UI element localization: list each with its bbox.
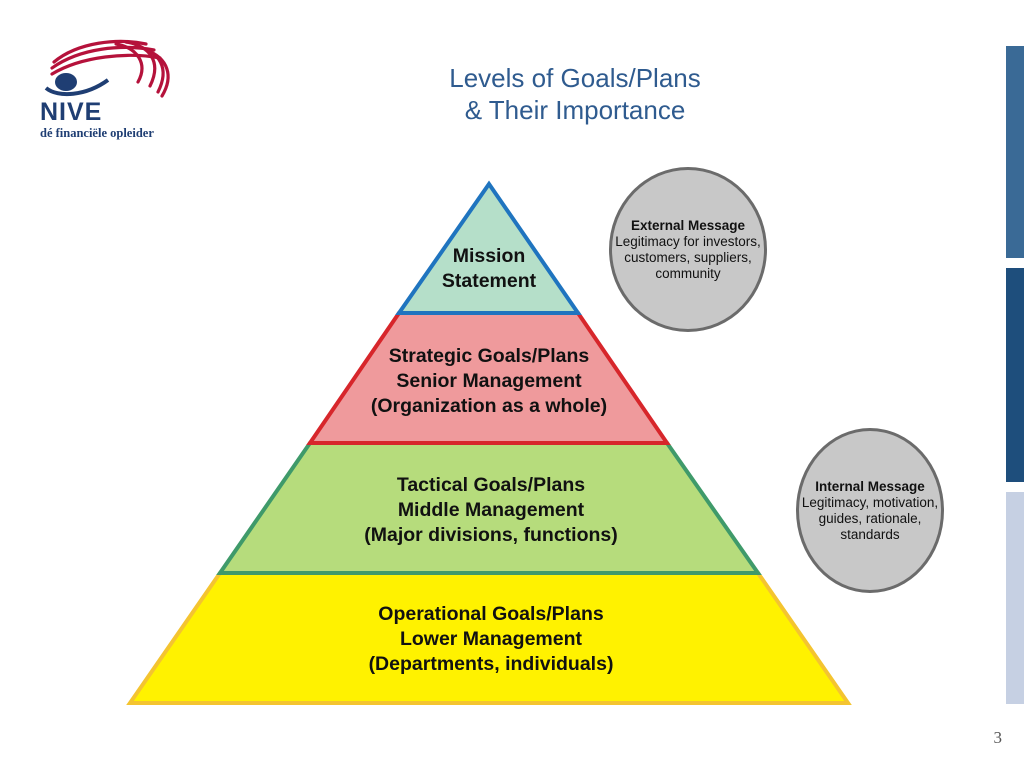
sidebar-strip-bottom [1006, 492, 1024, 704]
tier-strategic-line: (Organization as a whole) [370, 395, 608, 417]
sidebar-strip-top [1006, 46, 1024, 258]
internal-message-bubble: Internal Message Legitimacy, motivation,… [796, 428, 944, 593]
tier-operational-text: Operational Goals/Plans Lower Management… [321, 602, 661, 677]
logo-tagline: dé financiële opleider [40, 126, 154, 140]
pyramid-tier-mission [395, 180, 582, 315]
tier-mission-line: Statement [441, 270, 537, 292]
tier-operational-line: Lower Management [399, 628, 583, 650]
tier-mission-text: Mission Statement [389, 244, 589, 294]
tier-strategic-line: Senior Management [396, 370, 582, 392]
tier-tactical-text: Tactical Goals/Plans Middle Management (… [321, 473, 661, 548]
tier-strategic-text: Strategic Goals/Plans Senior Management … [339, 344, 639, 419]
tier-tactical-line: (Major divisions, functions) [364, 524, 618, 546]
tier-operational-line: (Departments, individuals) [368, 653, 614, 675]
external-message-bubble: External Message Legitimacy for investor… [609, 167, 767, 332]
tier-strategic-line: Strategic Goals/Plans [388, 345, 590, 367]
logo-wordmark: NIVE [40, 98, 103, 126]
title-line-1: Levels of Goals/Plans [449, 63, 701, 93]
nive-logo: NIVE dé financiële opleider [38, 36, 178, 146]
slide-title: Levels of Goals/Plans & Their Importance [380, 62, 770, 126]
nive-swirl-icon [44, 39, 170, 98]
title-line-2: & Their Importance [464, 95, 686, 125]
tier-operational-line: Operational Goals/Plans [378, 603, 604, 625]
tier-mission-line: Mission [452, 245, 526, 267]
internal-message-title: Internal Message [815, 478, 925, 494]
page-number: 3 [993, 728, 1003, 747]
tier-tactical-line: Middle Management [397, 499, 585, 521]
tier-tactical-line: Tactical Goals/Plans [396, 474, 586, 496]
internal-message-body: Legitimacy, motivation, guides, rational… [801, 494, 939, 542]
sidebar-strip-middle [1006, 268, 1024, 482]
external-message-body: Legitimacy for investors, customers, sup… [615, 233, 761, 281]
external-message-title: External Message [630, 217, 746, 233]
